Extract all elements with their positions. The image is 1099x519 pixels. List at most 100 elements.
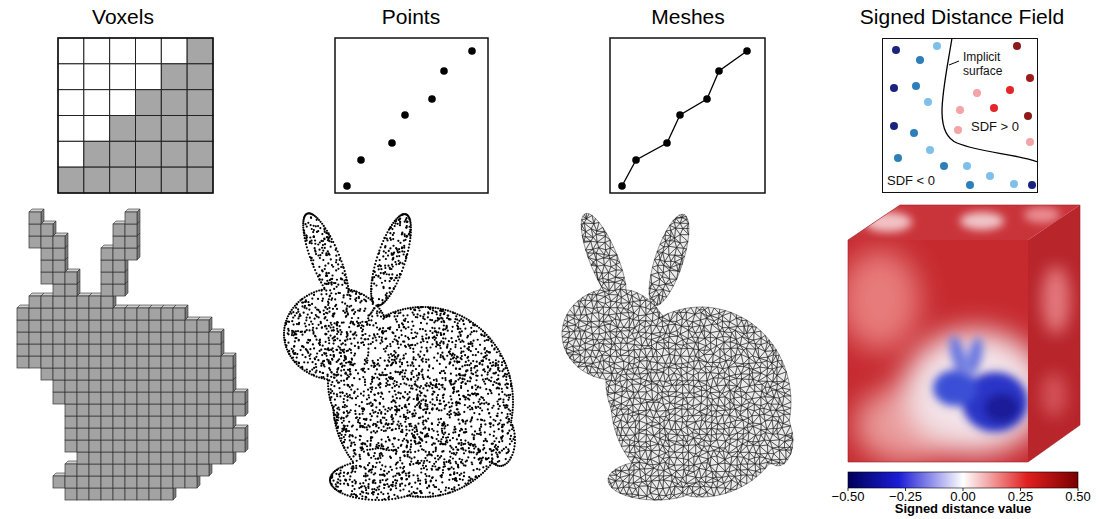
cloud-point [405,472,407,474]
cloud-point [339,329,341,331]
cloud-point [305,300,307,302]
cloud-point [480,419,482,421]
cloud-point [309,348,311,350]
cloud-point [349,386,351,388]
cloud-point [497,403,499,405]
cloud-point [443,433,445,435]
cloud-point [454,414,456,416]
cloud-point [414,440,416,442]
cloud-point [447,330,449,332]
cloud-point [513,436,515,438]
cloud-point [287,342,289,344]
cloud-point [458,373,460,375]
cloud-point [345,279,347,281]
cloud-point [354,413,356,415]
cloud-point [307,301,309,303]
cloud-point [428,475,430,477]
cloud-point [347,349,349,351]
cloud-point [412,412,414,414]
cloud-point [386,472,388,474]
cloud-point [423,449,425,451]
cloud-point [355,465,357,467]
cloud-point [343,380,345,382]
cloud-point [378,384,380,386]
cloud-point [353,441,355,443]
sdf-sample [916,56,924,64]
cloud-point [333,392,335,394]
cloud-point [349,368,351,370]
cloud-point [415,412,417,414]
cloud-point [398,260,400,262]
cloud-point [315,363,317,365]
mesh-vertex [703,95,711,103]
cloud-point [406,377,408,379]
cloud-point [437,344,439,346]
cloud-point [455,446,457,448]
cloud-point [465,449,467,451]
voxel [233,425,248,440]
cloud-point [324,247,326,249]
cloud-point [357,317,359,319]
cloud-point [386,483,388,485]
cloud-point [493,449,495,451]
cloud-point [434,404,436,406]
cloud-point [379,342,381,344]
cloud-point [408,476,410,478]
sdf-sample [954,126,962,134]
cloud-point [380,438,382,440]
cloud-point [347,447,349,449]
cloud-point [368,454,370,456]
grid-cell [161,141,187,167]
cloud-point [457,328,459,330]
cloud-point [436,399,438,401]
cloud-point [389,466,391,468]
cloud-point [449,406,451,408]
cloud-point [363,344,365,346]
cloud-point [384,374,386,376]
cloud-point [445,379,447,381]
sdf-sample [912,82,920,90]
cloud-point [381,337,383,339]
cloud-point [336,324,338,326]
cloud-point [508,430,510,432]
cloud-point [315,253,317,255]
cloud-point [501,391,503,393]
cloud-point [354,410,356,412]
mesh-vertex [618,182,626,190]
cloud-point [492,384,494,386]
cloud-point [419,395,421,397]
cloud-point [398,312,400,314]
cloud-point [353,337,355,339]
cloud-point [419,406,421,408]
cloud-point [406,314,408,316]
sample-point [388,139,396,147]
cloud-point [345,362,347,364]
cloud-point [388,439,390,441]
cloud-point [294,352,296,354]
cloud-point [414,383,416,385]
cloud-point [490,380,492,382]
cloud-point [367,485,369,487]
grid-cell [58,116,84,142]
cloud-point [339,483,341,485]
leader-line [949,61,959,65]
cloud-point [336,308,338,310]
cloud-point [298,361,300,363]
cloud-point [336,412,338,414]
cloud-point [443,463,445,465]
sdf-sample [966,181,974,189]
cloud-point [305,348,307,350]
cloud-point [387,380,389,382]
cloud-point [321,354,323,356]
mesh-vertex [632,156,640,164]
cloud-point [426,349,428,351]
cloud-point [413,398,415,400]
cloud-point [505,458,507,460]
cloud-point [349,338,351,340]
cloud-point [351,359,353,361]
cloud-point [409,448,411,450]
cloud-point [313,225,315,227]
cloud-point [408,490,410,492]
cloud-point [378,485,380,487]
cloud-point [319,279,321,281]
